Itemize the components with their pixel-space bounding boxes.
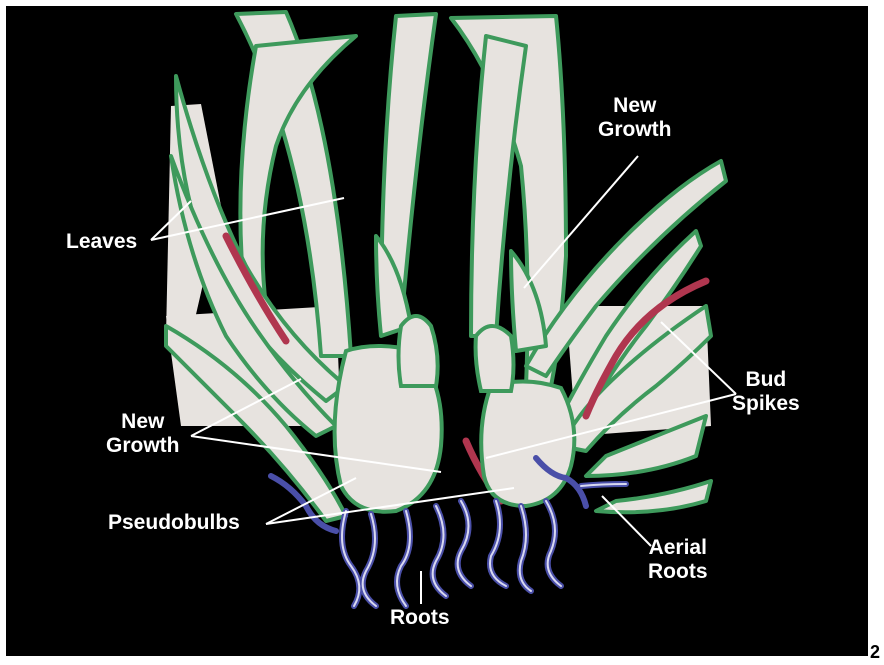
orchid-illustration: .leaf { fill:#e7e3df; stroke:#3e9a5c; st… [6,6,868,656]
label-line: Aerial [648,536,708,560]
label-new-growth-top: New Growth [598,94,672,142]
label-new-growth-left: New Growth [106,410,180,458]
root [342,511,359,606]
label-bud-spikes: Bud Spikes [732,368,800,416]
diagram-frame: .leaf { fill:#e7e3df; stroke:#3e9a5c; st… [6,6,868,656]
label-line: New [598,94,672,118]
label-line: Roots [648,560,708,584]
label-line: Bud [732,368,800,392]
pseudobulb [481,381,574,506]
label-roots: Roots [390,606,450,630]
label-line: Growth [598,118,672,142]
page-number: 2 [870,642,880,663]
label-line: New [106,410,180,434]
label-line: Spikes [732,392,800,416]
label-leaves: Leaves [66,230,137,254]
pseudobulb [399,316,438,386]
label-aerial-roots: Aerial Roots [648,536,708,584]
label-pseudobulbs: Pseudobulbs [108,511,240,535]
label-line: Growth [106,434,180,458]
pseudobulb [476,326,514,391]
